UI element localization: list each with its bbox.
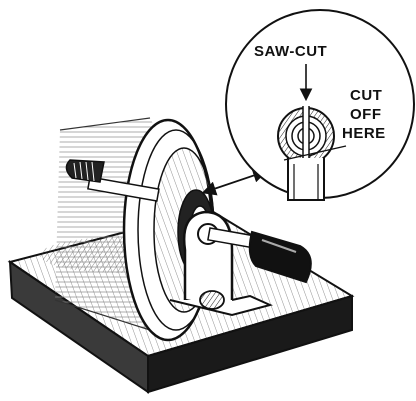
- cut-off-label-line2: OFF: [350, 106, 382, 123]
- saw-cut-label: SAW-CUT: [254, 43, 327, 60]
- detail-arrow: [205, 172, 264, 192]
- cut-off-label-line3: HERE: [342, 125, 386, 142]
- cut-off-label-line1: CUT: [350, 87, 382, 104]
- detail-inset: SAW-CUT CUT OFF HERE: [226, 10, 414, 200]
